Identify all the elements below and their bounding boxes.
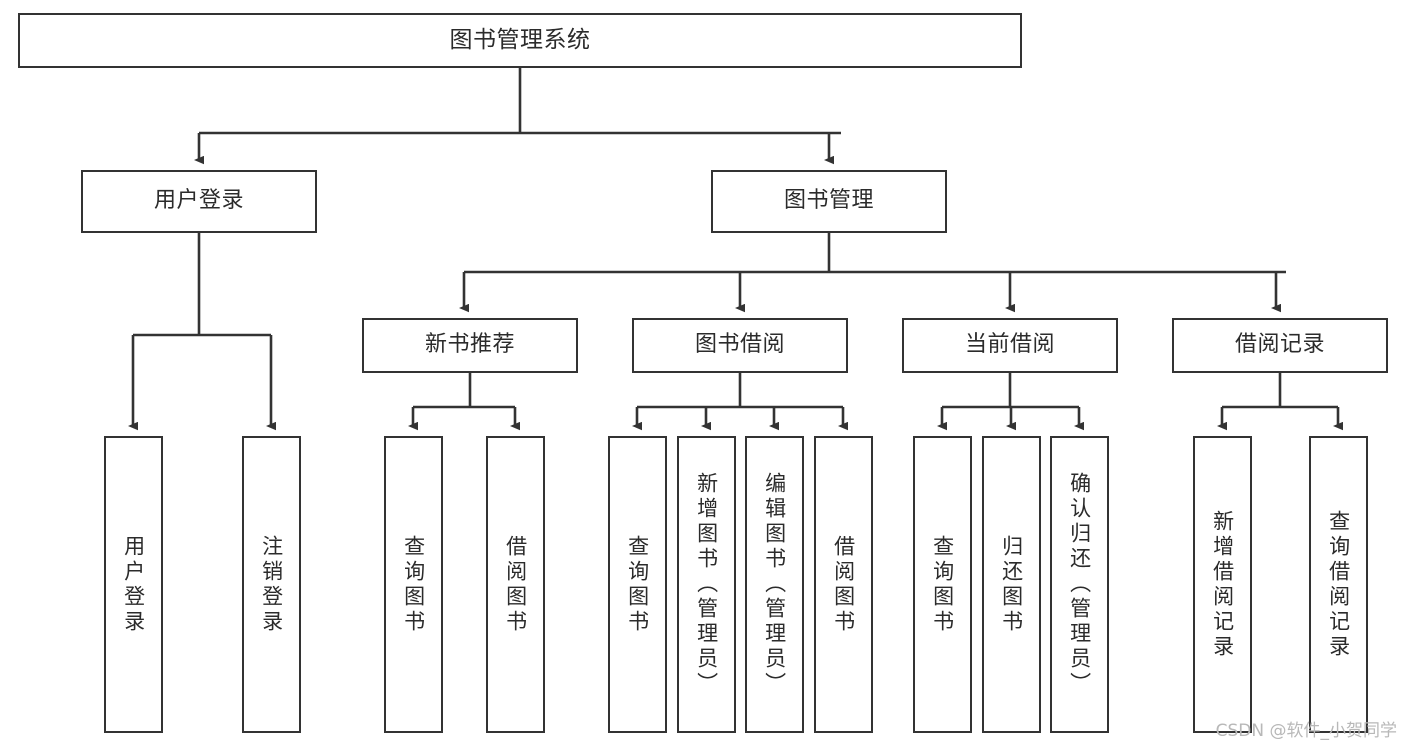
node-leaf-confirm-return-label: 确认归还（管理员） [1067, 472, 1092, 697]
node-leaf-query-book-3-label: 查询图书 [930, 534, 955, 635]
node-leaf-borrow-book-2-label: 借阅图书 [831, 534, 856, 635]
node-leaf-confirm-return[interactable]: 确认归还（管理员） [1050, 436, 1109, 733]
node-leaf-borrow-book-1[interactable]: 借阅图书 [486, 436, 545, 733]
node-new-book-rec[interactable]: 新书推荐 [362, 318, 578, 373]
node-current-borrow[interactable]: 当前借阅 [902, 318, 1118, 373]
node-leaf-return-book-label: 归还图书 [999, 534, 1024, 635]
node-leaf-add-book[interactable]: 新增图书（管理员） [677, 436, 736, 733]
node-leaf-return-book[interactable]: 归还图书 [982, 436, 1041, 733]
node-leaf-user-login-label: 用户登录 [121, 534, 146, 635]
node-leaf-logout-label: 注销登录 [259, 534, 284, 635]
node-leaf-add-record[interactable]: 新增借阅记录 [1193, 436, 1252, 733]
node-leaf-borrow-book-1-label: 借阅图书 [503, 534, 528, 635]
node-borrow-record[interactable]: 借阅记录 [1172, 318, 1388, 373]
node-root-label: 图书管理系统 [449, 26, 591, 53]
node-leaf-borrow-book-2[interactable]: 借阅图书 [814, 436, 873, 733]
node-leaf-user-login[interactable]: 用户登录 [104, 436, 163, 733]
node-user-login[interactable]: 用户登录 [81, 170, 317, 233]
node-borrow-record-label: 借阅记录 [1234, 332, 1325, 358]
node-new-book-rec-label: 新书推荐 [424, 332, 515, 358]
node-leaf-query-book-3[interactable]: 查询图书 [913, 436, 972, 733]
node-leaf-edit-book-label: 编辑图书（管理员） [762, 472, 787, 697]
node-user-login-label: 用户登录 [153, 188, 244, 214]
node-leaf-add-book-label: 新增图书（管理员） [694, 472, 719, 697]
node-book-borrow-label: 图书借阅 [694, 332, 785, 358]
node-leaf-query-record-label: 查询借阅记录 [1326, 509, 1351, 660]
node-book-manage-label: 图书管理 [783, 188, 874, 214]
node-leaf-logout[interactable]: 注销登录 [242, 436, 301, 733]
node-leaf-query-book-2-label: 查询图书 [625, 534, 650, 635]
node-leaf-add-record-label: 新增借阅记录 [1210, 509, 1235, 660]
node-leaf-query-record[interactable]: 查询借阅记录 [1309, 436, 1368, 733]
node-leaf-query-book-1-label: 查询图书 [401, 534, 426, 635]
node-leaf-query-book-1[interactable]: 查询图书 [384, 436, 443, 733]
node-leaf-edit-book[interactable]: 编辑图书（管理员） [745, 436, 804, 733]
csdn-watermark: CSDN @软件_小贺同学 [1215, 721, 1397, 741]
node-book-borrow[interactable]: 图书借阅 [632, 318, 848, 373]
node-book-manage[interactable]: 图书管理 [711, 170, 947, 233]
node-root[interactable]: 图书管理系统 [18, 13, 1022, 68]
node-current-borrow-label: 当前借阅 [964, 332, 1055, 358]
node-leaf-query-book-2[interactable]: 查询图书 [608, 436, 667, 733]
